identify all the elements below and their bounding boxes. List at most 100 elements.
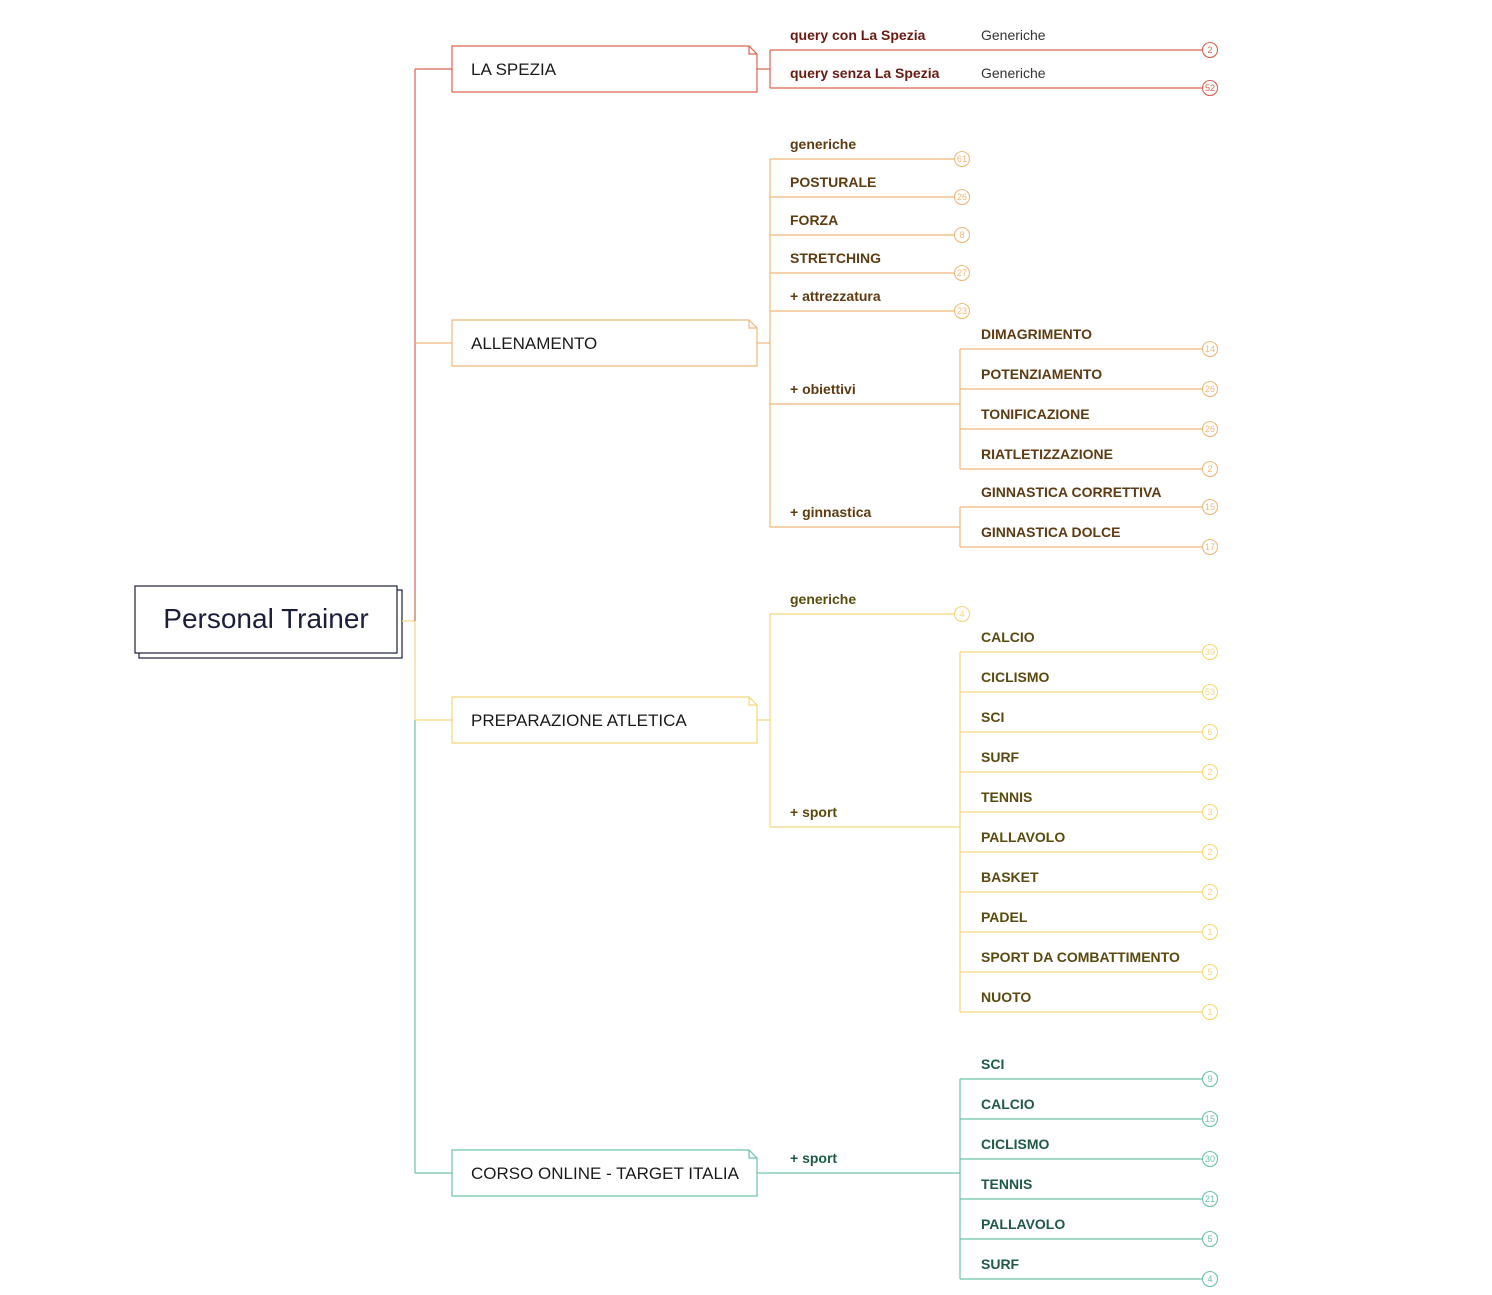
leaf-label[interactable]: SURF [981, 749, 1020, 765]
branch-node-allenamento[interactable] [451, 319, 758, 367]
leaf-label[interactable]: POTENZIAMENTO [981, 366, 1102, 382]
leaf-label[interactable]: SPORT DA COMBATTIMENTO [981, 949, 1180, 965]
count-badge-value: 39 [1205, 647, 1215, 657]
branch-node-label: ALLENAMENTO [471, 334, 597, 353]
count-badge-value: 9 [1207, 1074, 1212, 1084]
count-badge: 17 [1201, 538, 1219, 556]
leaf-label[interactable]: BASKET [981, 869, 1039, 885]
count-badge-value: 14 [1205, 344, 1215, 354]
count-badge-value: 2 [1207, 767, 1212, 777]
count-badge: 2 [1201, 41, 1219, 59]
leaf-note: Generiche [981, 27, 1046, 43]
leaf-label[interactable]: CALCIO [981, 629, 1035, 645]
count-badge-value: 15 [1205, 1114, 1215, 1124]
count-badge: 26 [1201, 420, 1219, 438]
leaf-label[interactable]: CICLISMO [981, 669, 1050, 685]
leaf-label[interactable]: DIMAGRIMENTO [981, 326, 1092, 342]
subgroup-label[interactable]: + sport [790, 1150, 837, 1166]
count-badge-value: 61 [957, 154, 967, 164]
count-badge: 15 [1201, 498, 1219, 516]
leaf-label[interactable]: generiche [790, 136, 856, 152]
count-badge-circle [953, 264, 971, 282]
count-badge-value: 5 [1207, 967, 1212, 977]
count-badge-circle [1201, 803, 1219, 821]
count-badge-value: 8 [959, 230, 964, 240]
count-badge-circle [1201, 763, 1219, 781]
count-badge: 23 [953, 302, 971, 320]
leaf-label[interactable]: TONIFICAZIONE [981, 406, 1090, 422]
leaf-label[interactable]: NUOTO [981, 989, 1031, 1005]
leaf-label[interactable]: GINNASTICA CORRETTIVA [981, 484, 1161, 500]
leaf-note: Generiche [981, 65, 1046, 81]
leaf-label[interactable]: STRETCHING [790, 250, 881, 266]
count-badge: 53 [1201, 683, 1219, 701]
leaf-label[interactable]: RIATLETIZZAZIONE [981, 446, 1113, 462]
branch-node-spezia[interactable] [451, 45, 758, 93]
count-badge-circle [1201, 883, 1219, 901]
count-badge-circle [1201, 963, 1219, 981]
count-badge-value: 26 [1205, 384, 1215, 394]
count-badge-value: 17 [1205, 542, 1215, 552]
branch-node-label: LA SPEZIA [471, 60, 557, 79]
count-badge-value: 27 [957, 268, 967, 278]
branch-node-atletica[interactable] [451, 696, 758, 744]
count-badge-circle [953, 302, 971, 320]
count-badge: 6 [1201, 723, 1219, 741]
count-badge-circle [1201, 79, 1219, 97]
count-badge: 61 [953, 150, 971, 168]
count-badge: 21 [1201, 1190, 1219, 1208]
count-badge-value: 23 [957, 306, 967, 316]
count-badge: 26 [1201, 380, 1219, 398]
leaf-label[interactable]: CALCIO [981, 1096, 1035, 1112]
leaf-label[interactable]: query senza La Spezia [790, 65, 940, 81]
count-badge: 1 [1201, 1003, 1219, 1021]
branch-node-online[interactable] [451, 1149, 758, 1197]
count-badge: 26 [953, 188, 971, 206]
count-badge-circle [1201, 923, 1219, 941]
leaf-label[interactable]: SCI [981, 709, 1004, 725]
leaf-label[interactable]: TENNIS [981, 789, 1032, 805]
count-badge-value: 53 [1205, 687, 1215, 697]
count-badge-circle [1201, 683, 1219, 701]
leaf-label[interactable]: PALLAVOLO [981, 1216, 1065, 1232]
root-node[interactable] [134, 585, 398, 654]
count-badge-circle [1201, 843, 1219, 861]
count-badge: 2 [1201, 883, 1219, 901]
count-badge-circle [1201, 498, 1219, 516]
count-badge-value: 26 [957, 192, 967, 202]
count-badge: 15 [1201, 1110, 1219, 1128]
count-badge-value: 52 [1205, 83, 1215, 93]
count-badge-circle [1201, 420, 1219, 438]
count-badge: 5 [1201, 1230, 1219, 1248]
count-badge-circle [1201, 1110, 1219, 1128]
leaf-label[interactable]: SURF [981, 1256, 1020, 1272]
count-badge-circle [1201, 1003, 1219, 1021]
count-badge-value: 21 [1205, 1194, 1215, 1204]
leaf-label[interactable]: GINNASTICA DOLCE [981, 524, 1120, 540]
count-badge: 30 [1201, 1150, 1219, 1168]
leaf-label[interactable]: FORZA [790, 212, 838, 228]
leaf-label[interactable]: query con La Spezia [790, 27, 926, 43]
count-badge: 2 [1201, 460, 1219, 478]
count-badge-circle [953, 605, 971, 623]
count-badge-value: 2 [1207, 887, 1212, 897]
subgroup-label[interactable]: + ginnastica [790, 504, 872, 520]
leaf-label[interactable]: generiche [790, 591, 856, 607]
subgroup-label[interactable]: + obiettivi [790, 381, 856, 397]
leaf-label[interactable]: + attrezzatura [790, 288, 881, 304]
count-badge: 14 [1201, 340, 1219, 358]
count-badge-circle [953, 226, 971, 244]
leaf-label[interactable]: PALLAVOLO [981, 829, 1065, 845]
subgroup-label[interactable]: + sport [790, 804, 837, 820]
leaf-label[interactable]: PADEL [981, 909, 1028, 925]
count-badge-value: 30 [1205, 1154, 1215, 1164]
leaf-label[interactable]: SCI [981, 1056, 1004, 1072]
count-badge-value: 2 [1207, 45, 1212, 55]
count-badge-circle [953, 150, 971, 168]
count-badge-circle [1201, 1190, 1219, 1208]
leaf-label[interactable]: TENNIS [981, 1176, 1032, 1192]
leaf-label[interactable]: CICLISMO [981, 1136, 1050, 1152]
count-badge-circle [1201, 538, 1219, 556]
count-badge: 27 [953, 264, 971, 282]
leaf-label[interactable]: POSTURALE [790, 174, 876, 190]
